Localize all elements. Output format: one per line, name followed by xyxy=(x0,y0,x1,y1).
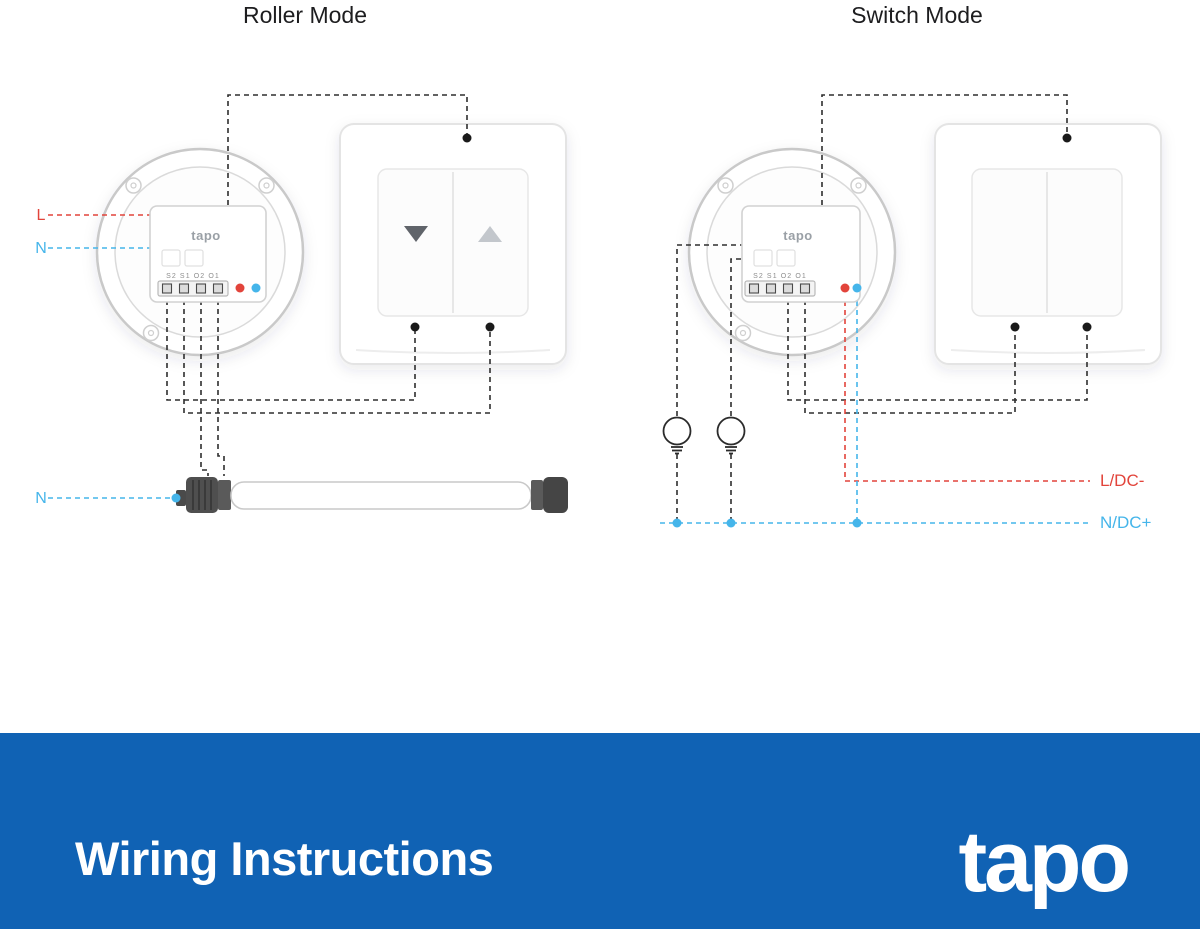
motor-wire-1 xyxy=(200,300,209,476)
live-out-wire xyxy=(844,292,1090,482)
connection-dot xyxy=(410,322,420,332)
module-brand: tapo xyxy=(191,228,220,243)
terminal xyxy=(195,283,207,294)
neutral-label: N xyxy=(35,240,47,257)
down-arrow-icon xyxy=(404,226,428,242)
tapo-logo: tapo xyxy=(958,814,1131,910)
switch-wire-1 xyxy=(787,300,1088,401)
mounting-lug xyxy=(717,177,734,194)
motor-collar xyxy=(218,480,231,510)
module-body xyxy=(741,205,861,303)
tube-end-cap xyxy=(543,477,568,513)
wiring-diagram-canvas: tapo S2 S1 O2 O1 xyxy=(35,94,1162,532)
terminal xyxy=(178,283,190,294)
terminal-strip xyxy=(744,280,816,297)
module-body xyxy=(149,205,267,303)
neutral-junction-dot xyxy=(672,518,682,528)
motor-connector xyxy=(176,490,186,506)
tube-end-collar xyxy=(531,480,543,510)
module-markings xyxy=(161,249,181,267)
module-brand: tapo xyxy=(783,228,812,243)
bottom-banner: Wiring Instructions tapo xyxy=(0,733,1200,929)
light-bulb-icon xyxy=(662,416,692,455)
mounting-lug xyxy=(734,324,752,342)
tapo-module: tapo S2 S1 O2 O1 xyxy=(149,205,267,303)
switch-loop-wire xyxy=(821,94,1068,205)
mounting-lug xyxy=(850,177,867,194)
light-bulb-icon xyxy=(716,416,746,455)
live-terminal-dot xyxy=(840,283,850,293)
motor-head xyxy=(186,477,218,513)
live-terminal-dot xyxy=(235,283,245,293)
plate-bevel xyxy=(355,349,551,354)
roller-shutter-motor xyxy=(176,477,568,513)
neutral-terminal-dot xyxy=(251,283,261,293)
terminal-labels: S2 S1 O2 O1 xyxy=(753,273,807,280)
neutral-terminal-dot xyxy=(852,283,862,293)
connection-dot xyxy=(1062,133,1072,143)
connection-dot xyxy=(1082,322,1092,332)
switch-wire-2 xyxy=(804,300,1016,414)
roller-tube xyxy=(230,481,532,510)
mounting-lug xyxy=(125,177,142,194)
live-out-label: L/DC- xyxy=(1100,471,1144,490)
terminal-strip xyxy=(157,280,229,297)
banner-title: Wiring Instructions xyxy=(75,832,494,885)
neutral-junction-dot xyxy=(852,518,862,528)
connection-dot xyxy=(485,322,495,332)
up-arrow-icon xyxy=(478,226,502,242)
switch-wall-switch xyxy=(934,123,1162,365)
switch-wire-1 xyxy=(166,300,416,401)
terminal xyxy=(765,283,777,294)
mounting-lug xyxy=(258,177,275,194)
switch-mode-diagram: tapo S2 S1 O2 O1 xyxy=(660,94,1162,532)
terminal xyxy=(748,283,760,294)
terminal xyxy=(799,283,811,294)
live-label: L xyxy=(37,207,46,224)
connection-dot xyxy=(462,133,472,143)
motor-neutral-dot xyxy=(171,493,181,503)
switch-wire-2 xyxy=(183,300,491,414)
switch-loop-wire xyxy=(227,94,468,205)
module-markings xyxy=(753,249,773,267)
terminal xyxy=(782,283,794,294)
connection-dot xyxy=(1010,322,1020,332)
terminal xyxy=(212,283,224,294)
module-markings xyxy=(776,249,796,267)
roller-wall-switch xyxy=(339,123,567,365)
motor-wire-2 xyxy=(217,300,225,476)
plate-bevel xyxy=(950,349,1146,354)
terminal xyxy=(161,283,173,294)
motor-neutral-label: N xyxy=(35,490,47,507)
tapo-module: tapo S2 S1 O2 O1 xyxy=(741,205,862,303)
roller-mode-diagram: tapo S2 S1 O2 O1 xyxy=(35,94,568,513)
mounting-lug xyxy=(142,324,160,342)
neutral-out-label: N/DC+ xyxy=(1100,513,1152,532)
terminal-labels: S2 S1 O2 O1 xyxy=(166,273,220,280)
roller-mode-title: Roller Mode xyxy=(243,2,367,28)
module-markings xyxy=(184,249,204,267)
switch-mode-title: Switch Mode xyxy=(851,2,983,28)
neutral-junction-dot xyxy=(726,518,736,528)
